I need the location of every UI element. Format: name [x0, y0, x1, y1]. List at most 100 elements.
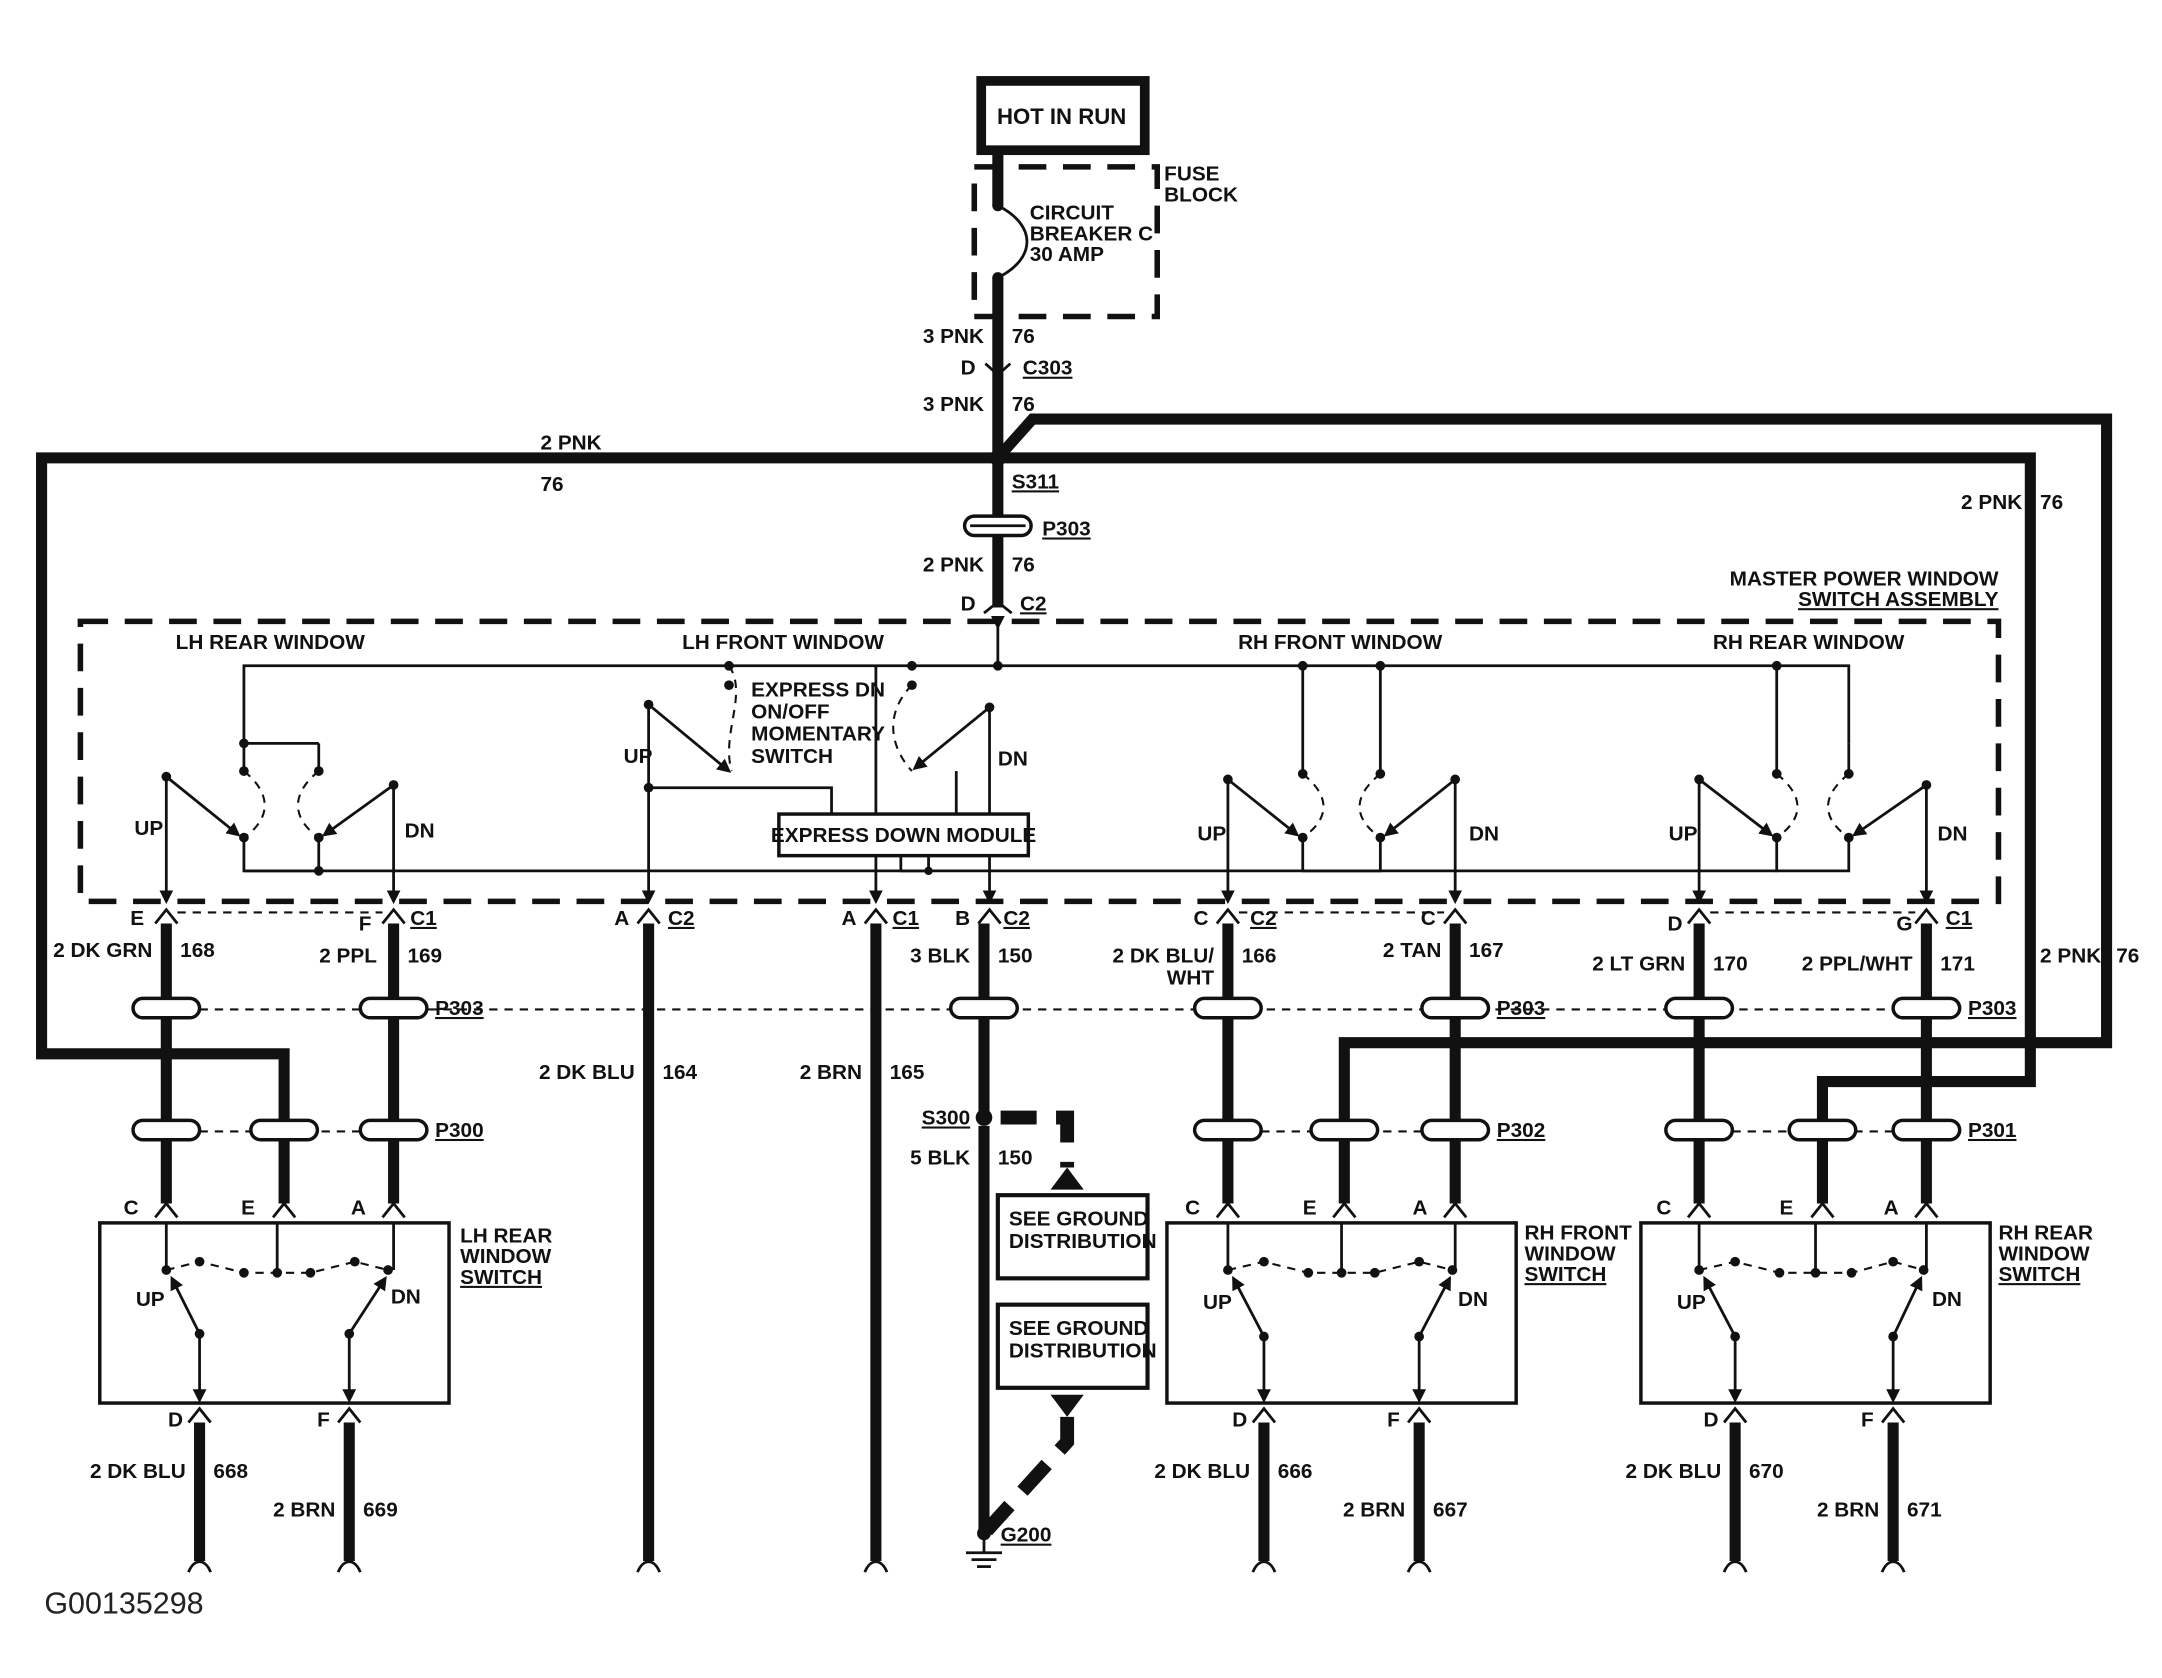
- rh-front-pin-f: F: [1387, 1409, 1400, 1432]
- wire-166-conn: C2: [1250, 907, 1277, 930]
- feed-wire-label-top: 3 PNK: [923, 325, 984, 348]
- feed-circuit-low: 76: [1012, 554, 1035, 577]
- p303-label-right: P303: [1968, 997, 2017, 1020]
- p300-p302-p301-connectors: P300 P302 P301: [131, 1118, 2017, 1204]
- wire-165-pin: A: [841, 907, 856, 930]
- left-pnk-wire: 2 PNK: [541, 432, 602, 455]
- breaker-label-2: BREAKER C: [1030, 222, 1153, 245]
- ground-path: S300 5 BLK 150 SEE GROUND DISTRIBUTION S…: [910, 1106, 1157, 1568]
- rh-rear-pin-a: A: [1884, 1197, 1899, 1220]
- wire-669-color: 2 BRN: [273, 1499, 335, 1522]
- rh-rear-pin-c: C: [1656, 1197, 1671, 1220]
- rh-rear-master-switch: UP DN: [1669, 660, 1967, 905]
- lh-front-label: LH FRONT WINDOW: [682, 631, 884, 654]
- master-switch-assembly: MASTER POWER WINDOW SWITCH ASSEMBLY LH R…: [77, 567, 2002, 905]
- wire-171-conn: C1: [1946, 907, 1973, 930]
- wire-continuation-marks: [187, 1560, 1906, 1573]
- wire-166-circuit: 166: [1242, 944, 1277, 967]
- rh-front-title-1: RH FRONT: [1524, 1222, 1632, 1245]
- breaker-label-1: CIRCUIT: [1030, 202, 1115, 225]
- circuit-breaker-symbol: [997, 204, 1029, 279]
- right-pnk-wire-2: 2 PNK: [2040, 944, 2101, 967]
- rh-front-pin-d: D: [1232, 1409, 1247, 1432]
- wire-671-color: 2 BRN: [1817, 1499, 1879, 1522]
- lh-front-dn: DN: [998, 748, 1028, 771]
- wire-669-circuit: 669: [363, 1499, 398, 1522]
- lh-rear-switch-dn: DN: [391, 1285, 421, 1308]
- rh-rear-dn: DN: [1937, 822, 1967, 845]
- wire-168-pin: E: [130, 907, 144, 930]
- rh-front-label: RH FRONT WINDOW: [1238, 631, 1443, 654]
- ground-wire-circuit: 150: [998, 1147, 1033, 1170]
- rh-rear-title-2: WINDOW: [1998, 1242, 2090, 1265]
- p300-label: P300: [435, 1119, 484, 1142]
- feed-circuit-mid: 76: [1012, 393, 1035, 416]
- wire-166-color-2: WHT: [1167, 967, 1215, 990]
- express-down-module: [777, 812, 1031, 858]
- rh-rear-up: UP: [1669, 822, 1698, 845]
- wire-150-conn: C2: [1003, 907, 1030, 930]
- wire-167-pin: C: [1421, 907, 1436, 930]
- right-pnk-loop-1: [993, 413, 2113, 1124]
- wire-165-color: 2 BRN: [800, 1061, 862, 1084]
- lh-rear-pin-e: E: [241, 1197, 255, 1220]
- lh-front-master-switch: UP EXPRESS DN ON/OFF MOMENTARY SWITCH DN…: [624, 660, 1037, 905]
- wire-165-circuit: 165: [890, 1061, 925, 1084]
- rh-front-pin-e: E: [1303, 1197, 1317, 1220]
- right-pnk-wire-1: 2 PNK: [1961, 491, 2022, 514]
- rh-front-dn: DN: [1469, 822, 1499, 845]
- rh-front-master-switch: UP DN: [1197, 660, 1499, 905]
- wire-165-conn: C1: [893, 907, 920, 930]
- p301-label: P301: [1968, 1119, 2017, 1142]
- rh-rear-title-3: SWITCH: [1998, 1263, 2080, 1286]
- wire-170-pin: D: [1667, 912, 1682, 935]
- wire-169-color: 2 PPL: [319, 944, 377, 967]
- c303-label: C303: [1023, 357, 1073, 380]
- rh-front-up: UP: [1197, 822, 1226, 845]
- wire-167-color: 2 TAN: [1383, 939, 1441, 962]
- rh-rear-pin-e: E: [1779, 1197, 1793, 1220]
- fuse-block-label-2: BLOCK: [1164, 183, 1238, 206]
- wire-164-circuit: 164: [662, 1061, 697, 1084]
- express-switch-1: EXPRESS DN: [751, 678, 885, 701]
- wire-164-pin: A: [614, 907, 629, 930]
- lh-rear-label: LH REAR WINDOW: [176, 631, 366, 654]
- wire-167-circuit: 167: [1469, 939, 1504, 962]
- ground-box1-line1: SEE GROUND: [1009, 1208, 1149, 1231]
- c2-feed-pin: D: [961, 592, 976, 615]
- figure-code: G00135298: [44, 1587, 203, 1621]
- feed-wire-label-mid: 3 PNK: [923, 393, 984, 416]
- wire-164-color: 2 DK BLU: [539, 1061, 635, 1084]
- right-pnk-circuit-1: 76: [2040, 491, 2063, 514]
- wire-171-circuit: 171: [1940, 953, 1975, 976]
- wire-670-circuit: 670: [1749, 1460, 1784, 1483]
- s300-splice: [975, 1109, 993, 1126]
- c303-pin: D: [961, 357, 976, 380]
- rh-rear-title-1: RH REAR: [1998, 1222, 2093, 1245]
- s300-label: S300: [922, 1106, 971, 1129]
- wire-166-color-1: 2 DK BLU/: [1113, 944, 1215, 967]
- fuse-block: FUSE BLOCK CIRCUIT BREAKER C 30 AMP: [971, 150, 1238, 320]
- wire-670-color: 2 DK BLU: [1626, 1460, 1722, 1483]
- ground-distribution-box-1: [995, 1193, 1150, 1281]
- ground-box1-line2: DISTRIBUTION: [1009, 1230, 1157, 1253]
- left-pnk-circuit: 76: [541, 473, 564, 496]
- express-module-label: EXPRESS DOWN MODULE: [771, 824, 1037, 847]
- wire-169-circuit: 169: [407, 944, 442, 967]
- lh-rear-up: UP: [134, 817, 163, 840]
- lh-rear-pin-d: D: [168, 1409, 183, 1432]
- c2-feed-label: C2: [1020, 592, 1047, 615]
- wire-666-color: 2 DK BLU: [1154, 1460, 1250, 1483]
- hot-in-run-label: HOT IN RUN: [997, 104, 1126, 129]
- p303-feed-label: P303: [1042, 517, 1091, 540]
- rh-rear-switch-up: UP: [1677, 1291, 1706, 1314]
- rh-front-pin-a: A: [1412, 1197, 1427, 1220]
- wire-168-circuit: 168: [180, 939, 215, 962]
- wire-169-pin: F: [359, 912, 372, 935]
- ground-distribution-box-2: [995, 1302, 1150, 1390]
- wire-150-color: 3 BLK: [910, 944, 970, 967]
- hot-in-run-box: HOT IN RUN: [976, 76, 1150, 156]
- s311-label: S311: [1012, 470, 1059, 493]
- wire-668-circuit: 668: [213, 1460, 248, 1483]
- express-switch-3: MOMENTARY: [751, 723, 885, 746]
